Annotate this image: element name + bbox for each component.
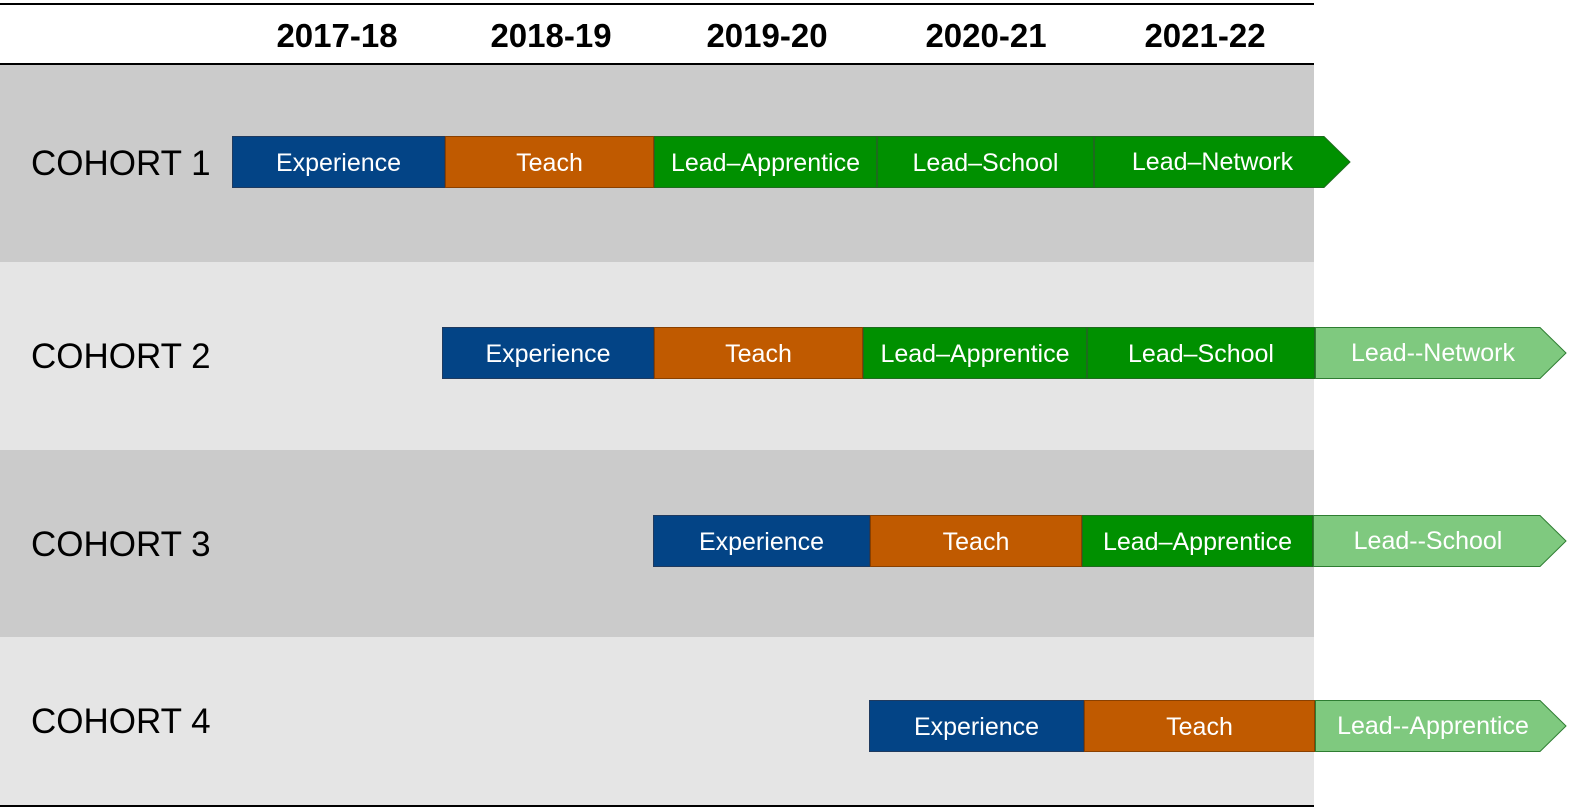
cohort-label-3: COHORT 3 <box>31 525 211 564</box>
cohort-label-2: COHORT 2 <box>31 337 211 376</box>
cohort3-experience-stage: Experience <box>653 515 870 567</box>
cohort1-lead-network-stage: Lead–Network <box>1094 136 1351 188</box>
cohort-label-4: COHORT 4 <box>31 702 211 741</box>
header-rule <box>0 63 1314 65</box>
cohort1-experience-stage: Experience <box>232 136 445 188</box>
year-header-5: 2021-22 <box>1144 17 1266 54</box>
table-top-rule <box>0 3 1314 5</box>
year-header-2: 2018-19 <box>490 17 612 54</box>
cohort1-lead-apprentice-stage: Lead–Apprentice <box>654 136 877 188</box>
cohort2-lead-network-stage: Lead--Network <box>1315 327 1567 379</box>
arrow-shape <box>1094 136 1351 188</box>
cohort4-teach-stage: Teach <box>1084 700 1315 752</box>
year-header-3: 2019-20 <box>706 17 828 54</box>
cohort-label-1: COHORT 1 <box>31 144 211 183</box>
cohort2-lead-school-stage: Lead–School <box>1087 327 1315 379</box>
cohort3-teach-stage: Teach <box>870 515 1082 567</box>
segment-label: Lead--Network <box>1351 339 1515 367</box>
cohort2-teach-stage: Teach <box>654 327 863 379</box>
cohort1-teach-stage: Teach <box>445 136 654 188</box>
segment-label: Lead--Apprentice <box>1337 712 1529 740</box>
year-header-1: 2017-18 <box>276 17 398 54</box>
table-bottom-rule <box>0 805 1314 807</box>
cohort2-lead-apprentice-stage: Lead–Apprentice <box>863 327 1087 379</box>
cohort4-lead-apprentice-stage: Lead--Apprentice <box>1315 700 1567 752</box>
cohort4-experience-stage: Experience <box>869 700 1084 752</box>
arrow-shape <box>1315 700 1567 752</box>
arrow-shape <box>1313 515 1567 567</box>
cohort3-lead-school-stage: Lead--School <box>1313 515 1567 567</box>
cohort2-experience-stage: Experience <box>442 327 654 379</box>
cohort1-lead-school-stage: Lead–School <box>877 136 1094 188</box>
segment-label: Lead–Network <box>1131 148 1294 176</box>
arrow-shape <box>1315 327 1567 379</box>
cohort3-lead-apprentice-stage: Lead–Apprentice <box>1082 515 1313 567</box>
year-header-4: 2020-21 <box>925 17 1047 54</box>
segment-label: Lead--School <box>1353 527 1503 555</box>
